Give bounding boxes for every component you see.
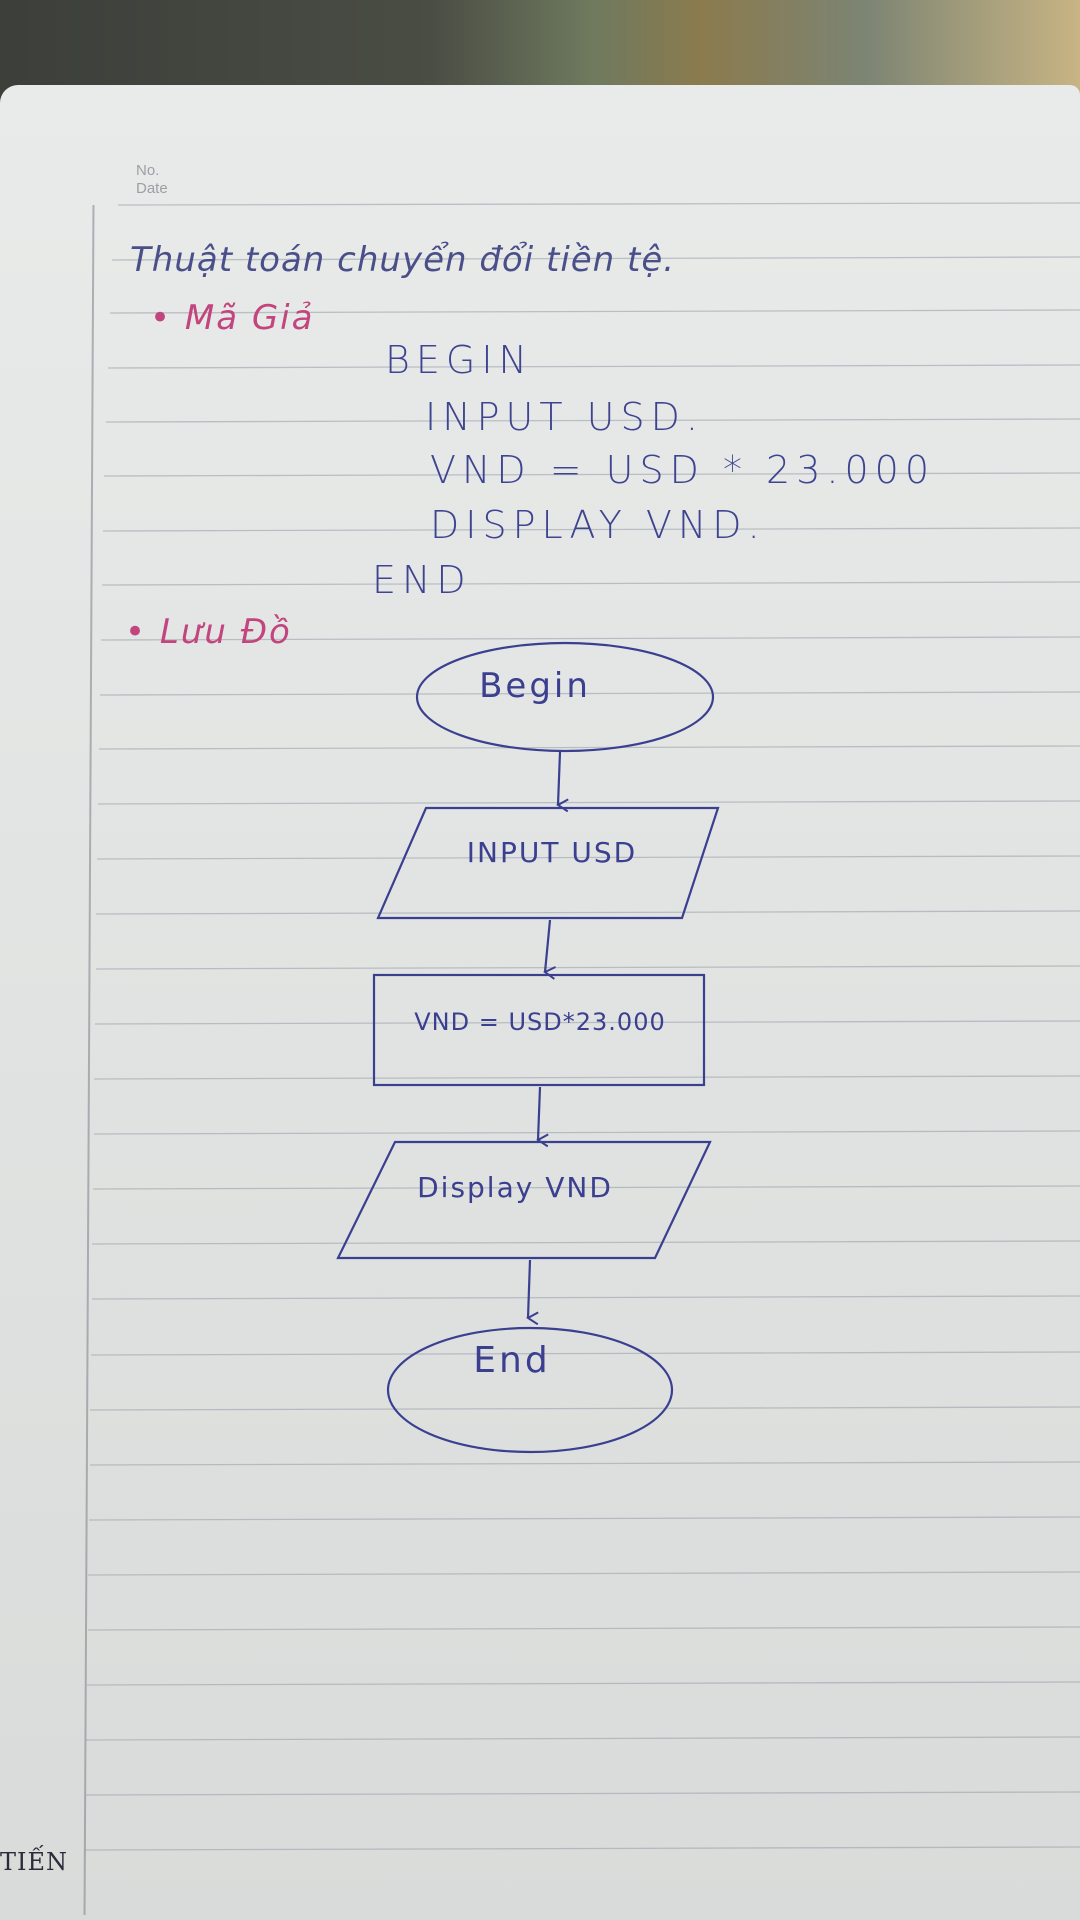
header-no: No. (136, 162, 160, 179)
flow-input-shape (376, 806, 720, 920)
page-title: Thuật toán chuyển đổi tiền tệ. (130, 240, 676, 280)
flow-process-label: VND = USD*23.000 (414, 1008, 665, 1036)
flow-end-shape (386, 1326, 674, 1454)
flow-output-shape (336, 1140, 712, 1260)
flow-input-label: INPUT USD (467, 836, 637, 869)
notebook-brand: TIẾN (0, 1848, 69, 1876)
notebook-page (0, 85, 1080, 1920)
flow-arrow (536, 1086, 549, 1148)
background-desk (0, 0, 1080, 100)
pseudocode-line: INPUT USD. (425, 395, 704, 439)
pseudocode-line: VND = USD * 23.000 (430, 448, 935, 492)
pseudocode-heading: • Mã Giả (150, 298, 315, 338)
flow-output-label: Display VND (417, 1171, 613, 1204)
flow-end-label: End (473, 1340, 550, 1381)
flowchart: Begin INPUT USD VND = USD*23.000 Display… (336, 641, 720, 1454)
flow-arrow (543, 919, 556, 980)
pseudocode-line: BEGIN (385, 338, 533, 382)
ruled-lines (84, 202, 1080, 1851)
flowchart-heading: • Lưu Đồ (125, 612, 292, 652)
pseudocode-line: DISPLAY VND. (430, 503, 766, 547)
pseudocode-line: END (372, 558, 472, 602)
flow-begin-shape (415, 641, 715, 753)
header-date: Date (136, 180, 168, 197)
flow-arrow (556, 751, 569, 813)
flow-process-shape (372, 973, 706, 1087)
flow-arrow (526, 1259, 539, 1326)
header-labels: No. Date (136, 162, 168, 198)
flow-begin-label: Begin (479, 666, 591, 706)
